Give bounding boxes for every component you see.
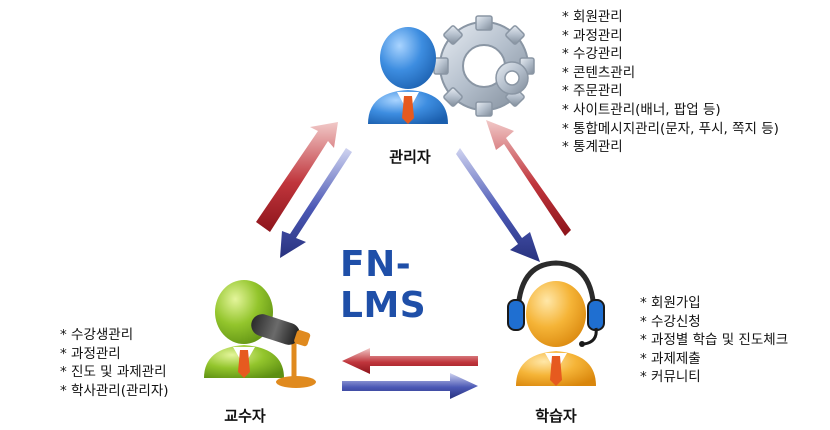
- list-item: * 수강신청: [640, 313, 701, 330]
- learner-person-icon: [516, 281, 596, 386]
- list-item: * 과정별 학습 및 진도체크: [640, 332, 789, 349]
- microphone-icon: [251, 314, 316, 388]
- list-item: * 진도 및 과제관리: [60, 364, 167, 381]
- admin-person-icon: [368, 27, 448, 124]
- arrow-learner-to-instructor: [342, 348, 478, 374]
- list-item: * 과정관리: [562, 27, 623, 44]
- diagram-title: FN-LMS: [340, 244, 427, 326]
- admin-icon: [368, 15, 535, 124]
- list-item: * 콘텐츠관리: [562, 64, 636, 81]
- admin-feature-list: * 회원관리 * 과정관리 * 수강관리 * 콘텐츠관리 * 주문관리 * 사이…: [562, 8, 779, 157]
- list-item: * 통계관리: [562, 139, 623, 156]
- admin-label: 관리자: [389, 148, 431, 166]
- instructor-feature-list: * 수강생관리 * 과정관리 * 진도 및 과제관리 * 학사관리(관리자): [60, 326, 169, 400]
- list-item: * 회원관리: [562, 9, 623, 25]
- instructor-icon: [204, 280, 316, 388]
- learner-icon: [507, 260, 605, 386]
- list-item: * 주문관리: [562, 83, 623, 100]
- list-item: * 과제제출: [640, 350, 701, 367]
- gear-icon: [433, 15, 535, 117]
- list-item: * 통합메시지관리(문자, 푸시, 쪽지 등): [562, 120, 779, 137]
- list-item: * 회원가입: [640, 295, 701, 311]
- list-item: * 수강관리: [562, 46, 623, 63]
- arrow-admin-to-learner: [456, 148, 540, 262]
- headset-icon: [507, 260, 605, 347]
- list-item: * 과정관리: [60, 345, 121, 362]
- learner-label: 학습자: [535, 407, 577, 425]
- list-item: * 수강생관리: [60, 327, 134, 343]
- list-item: * 커뮤니티: [640, 369, 701, 386]
- arrow-learner-to-admin: [486, 120, 571, 236]
- learner-feature-list: * 회원가입 * 수강신청 * 과정별 학습 및 진도체크 * 과제제출 * 커…: [640, 294, 788, 387]
- arrow-instructor-to-admin: [256, 122, 338, 232]
- list-item: * 학사관리(관리자): [60, 382, 169, 399]
- list-item: * 사이트관리(배너, 팝업 등): [562, 101, 721, 118]
- arrow-admin-to-instructor: [280, 148, 352, 258]
- instructor-label: 교수자: [224, 407, 266, 425]
- arrow-instructor-to-learner: [342, 373, 478, 399]
